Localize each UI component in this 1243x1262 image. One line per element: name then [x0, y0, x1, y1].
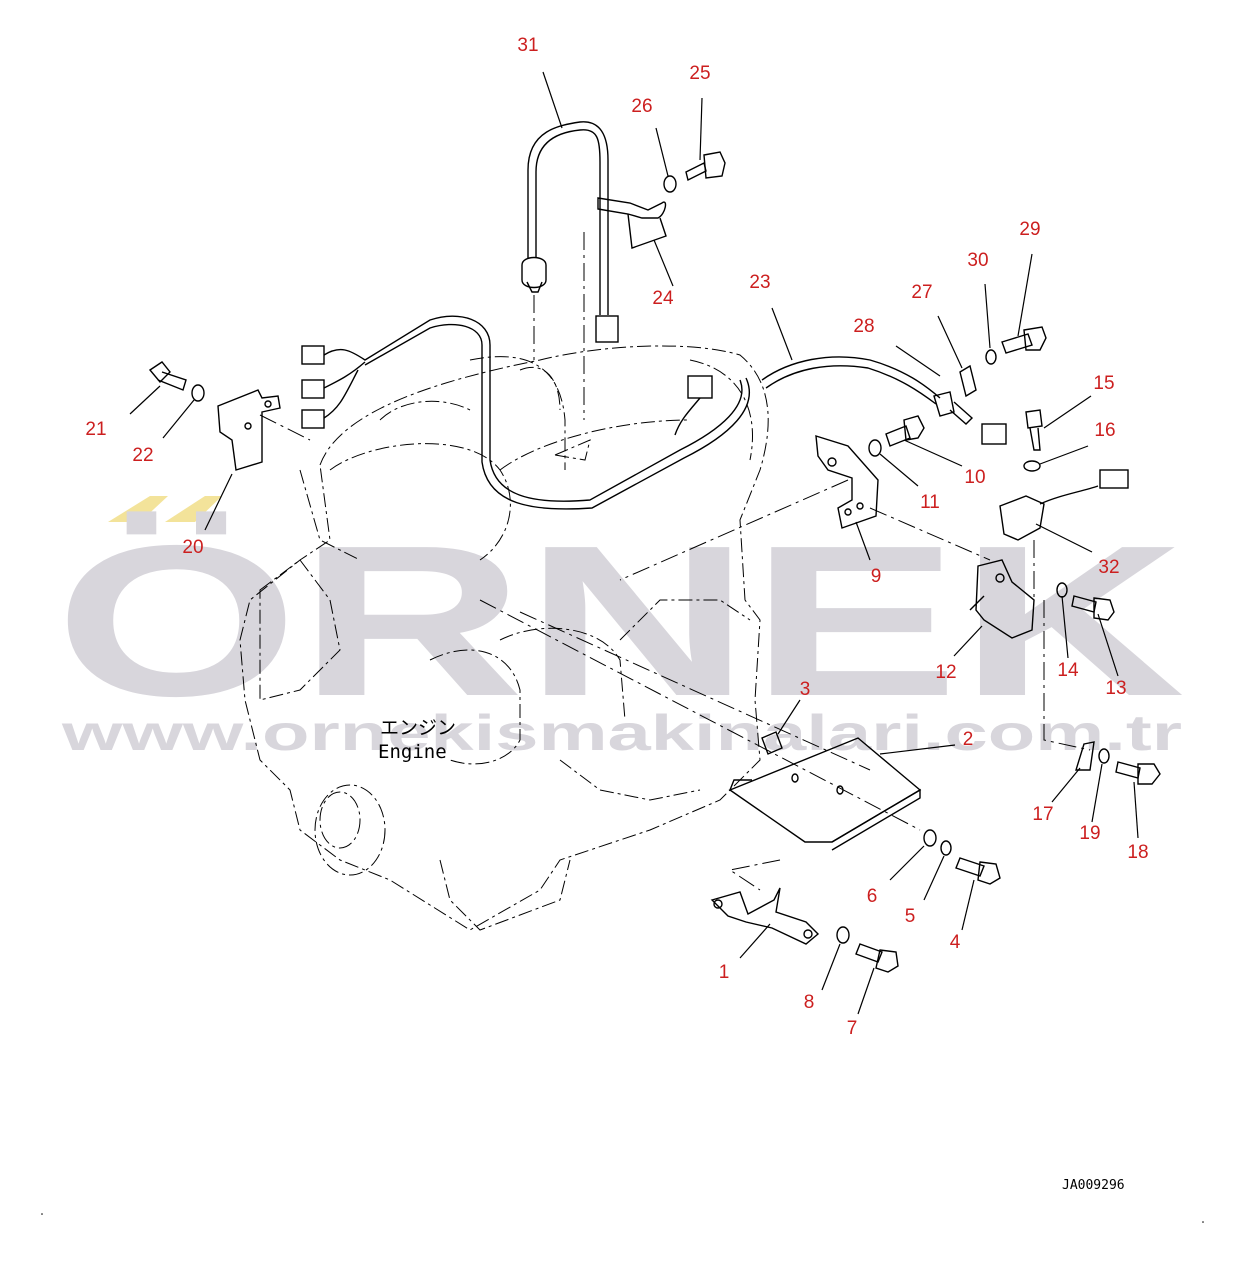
- callout-18: 18: [1127, 842, 1148, 863]
- callout-5: 5: [905, 906, 916, 927]
- callout-12: 12: [935, 662, 956, 683]
- clip-17: [1075, 741, 1095, 771]
- washer-19: [1098, 748, 1110, 764]
- washer-26: [663, 175, 677, 193]
- callout-26: 26: [631, 96, 652, 117]
- callout-2: 2: [963, 729, 974, 750]
- callout-28: 28: [853, 316, 874, 337]
- washer-8: [836, 926, 850, 944]
- harness-left: [301, 315, 751, 510]
- callout-31: 31: [517, 35, 538, 56]
- callout-24: 24: [652, 288, 674, 309]
- callout-17: 17: [1032, 804, 1053, 825]
- bolt-7: [855, 943, 899, 973]
- document-code: JA009296: [1062, 1178, 1125, 1193]
- bolt-25: [685, 151, 726, 182]
- corner-dot-left: [41, 1213, 43, 1215]
- corner-dot-right: [1202, 1221, 1204, 1223]
- watermark-accent-left: [108, 496, 168, 522]
- callout-21: 21: [85, 419, 106, 440]
- callout-29: 29: [1019, 219, 1040, 240]
- bolt-4: [955, 857, 1001, 885]
- callout-32: 32: [1098, 557, 1119, 578]
- washer-11: [868, 439, 882, 457]
- callout-9: 9: [871, 566, 882, 587]
- callout-20: 20: [182, 537, 203, 558]
- plate-2: [728, 737, 922, 851]
- bolt-13: [1071, 595, 1115, 621]
- washer-30: [985, 349, 997, 365]
- callout-27: 27: [911, 282, 932, 303]
- spacer-3: [761, 731, 783, 755]
- engine-label-en: Engine: [378, 741, 447, 763]
- bolt-18: [1115, 761, 1161, 785]
- watermark-accent-right: [165, 496, 222, 522]
- bracket-12: [969, 559, 1035, 639]
- watermark-brand: ÖRNEK: [55, 500, 1185, 741]
- bolt-29: [1001, 326, 1047, 354]
- bracket-9: [815, 435, 879, 529]
- bracket-1: [710, 887, 820, 945]
- callout-16: 16: [1094, 420, 1115, 441]
- callout-10: 10: [964, 467, 985, 488]
- callout-8: 8: [804, 992, 815, 1013]
- bracket-20: [217, 389, 281, 471]
- washer-5: [940, 840, 952, 856]
- washer-16: [1023, 460, 1041, 472]
- engine-outline: [239, 345, 769, 931]
- callout-4: 4: [950, 932, 961, 953]
- callout-6: 6: [867, 886, 878, 907]
- watermark-url: www.ornekismakinalari.com.tr: [60, 705, 1182, 761]
- callout-30: 30: [967, 250, 988, 271]
- callout-22: 22: [132, 445, 153, 466]
- leader-lines: [129, 71, 1139, 1015]
- bolt-21: [148, 361, 187, 391]
- bolt-10: [885, 415, 925, 447]
- bolt-15: [1025, 409, 1043, 451]
- callout-23: 23: [749, 272, 770, 293]
- washer-22: [191, 384, 205, 402]
- harness-23: [761, 356, 1007, 445]
- callout-1: 1: [719, 962, 730, 983]
- callout-15: 15: [1093, 373, 1114, 394]
- callout-7: 7: [847, 1018, 858, 1039]
- callout-25: 25: [689, 63, 710, 84]
- sensor-32: [999, 469, 1129, 541]
- washer-14: [1056, 582, 1068, 598]
- callout-14: 14: [1057, 660, 1079, 681]
- washer-6: [923, 829, 937, 847]
- harness-31: [521, 121, 619, 343]
- engine-label-jp: エンジン: [380, 717, 456, 739]
- callout-19: 19: [1079, 823, 1100, 844]
- clip-27: [959, 364, 977, 398]
- callout-11: 11: [920, 492, 940, 513]
- callouts: 1 2 3 4 5 6 7 8 9 10 11 12 13 14 15 16 1…: [85, 35, 1148, 1039]
- callout-3: 3: [800, 679, 811, 700]
- callout-13: 13: [1105, 678, 1126, 699]
- clamp-24: [597, 197, 667, 249]
